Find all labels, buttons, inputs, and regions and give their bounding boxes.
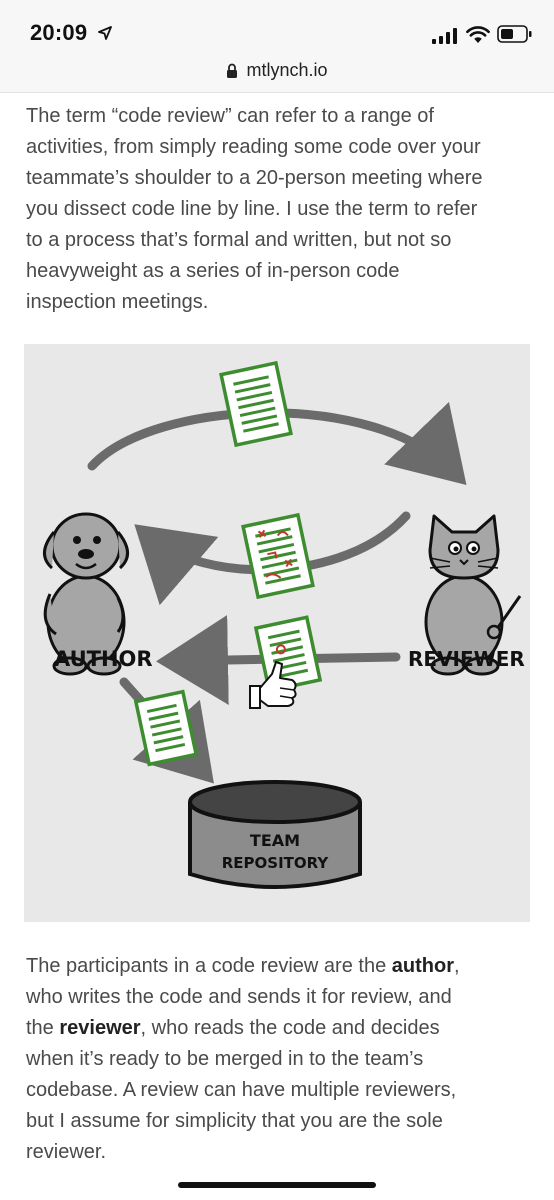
participants-line: the reviewer, who reads the code and dec… xyxy=(26,1013,536,1044)
intro-line: heavyweight as a series of in-person cod… xyxy=(26,260,400,282)
author-dog-character xyxy=(43,512,129,676)
author-label: AUTHOR xyxy=(54,647,153,671)
author-term: author xyxy=(391,955,454,977)
participants-line: but I assume for simplicity that you are… xyxy=(26,1110,443,1132)
intro-line: inspection meetings. xyxy=(26,291,209,313)
intro-line: you dissect code line by line. I use the… xyxy=(26,198,478,220)
intro-line: activities, from simply reading some cod… xyxy=(26,136,481,158)
reviewer-cat-character xyxy=(424,514,522,676)
team-repository: TEAM REPOSITORY xyxy=(188,780,362,889)
intro-line: The term “code review” can refer to a ra… xyxy=(26,105,434,127)
participants-line: when it’s ready to be merged in to the t… xyxy=(26,1048,424,1070)
merged-document-icon xyxy=(133,689,199,767)
participants-paragraph: The participants in a code review are th… xyxy=(26,951,536,1168)
intro-line: teammate’s shoulder to a 20-person meeti… xyxy=(26,167,483,189)
code-review-diagram: AUTHOR REVIEWER TEAM REPOSITORY xyxy=(43,360,525,889)
reviewer-label: REVIEWER xyxy=(408,647,525,671)
reviewer-term: reviewer xyxy=(59,1017,141,1039)
thumbs-up-icon xyxy=(249,661,297,709)
text-run: the xyxy=(26,1017,60,1039)
repository-label-line2: REPOSITORY xyxy=(222,854,330,872)
browser-url-bar[interactable]: mtlynch.io xyxy=(0,52,554,93)
status-time: 20:09 xyxy=(30,20,88,45)
reviewed-document-icon xyxy=(241,512,315,600)
location-arrow-icon xyxy=(98,26,112,40)
repository-label-line1: TEAM xyxy=(250,831,300,850)
status-bar: 20:09 xyxy=(0,0,554,52)
participants-line: The participants in a code review are th… xyxy=(26,951,536,982)
intro-line: to a process that’s formal and written, … xyxy=(26,229,452,251)
code-document-icon xyxy=(219,360,293,448)
participants-line: who writes the code and sends it for rev… xyxy=(26,986,452,1008)
signal-bars-icon xyxy=(432,28,457,44)
participants-line: codebase. A review can have multiple rev… xyxy=(26,1079,457,1101)
wifi-icon xyxy=(466,26,490,43)
lock-icon xyxy=(227,63,238,78)
text-run: , who reads the code and decides xyxy=(140,1017,440,1039)
text-run: , xyxy=(453,955,460,977)
text-run: The participants in a code review are th… xyxy=(26,955,392,977)
url-text: mtlynch.io xyxy=(246,60,328,80)
participants-line: reviewer. xyxy=(26,1141,107,1163)
home-indicator[interactable] xyxy=(178,1182,376,1188)
code-review-illustration: AUTHOR REVIEWER TEAM REPOSITORY xyxy=(24,344,530,922)
battery-icon xyxy=(497,25,532,43)
intro-paragraph: The term “code review” can refer to a ra… xyxy=(26,101,536,318)
